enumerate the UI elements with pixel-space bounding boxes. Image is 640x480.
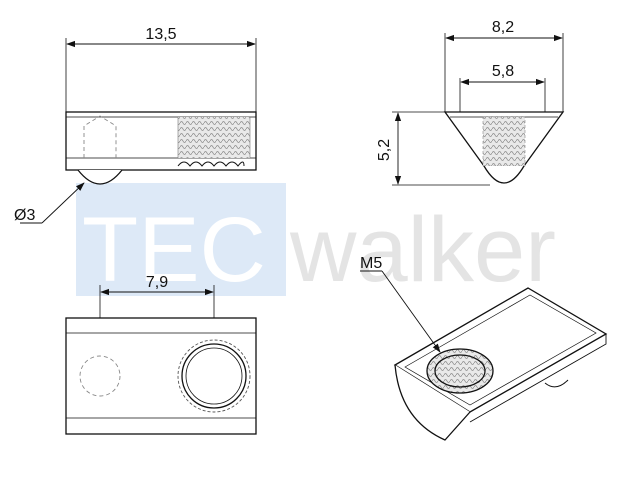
height-label: 5,2: [376, 139, 393, 161]
hole-spacing-label: 7,9: [146, 274, 168, 291]
thread-label: M5: [360, 255, 382, 272]
top-width-label: 8,2: [492, 19, 514, 36]
isometric-view: [360, 270, 608, 441]
ball: [77, 169, 123, 185]
watermark-box: [76, 183, 286, 296]
thread-section: [178, 117, 250, 158]
thread-hole: [181, 343, 247, 409]
watermark-walker: walker: [289, 199, 556, 301]
bottom-width-label: 5,8: [492, 63, 514, 80]
front-view: [20, 38, 257, 224]
watermark: TEC walker: [76, 183, 556, 301]
ball-diameter-label: Ø3: [14, 207, 35, 224]
watermark-tec: TEC: [82, 199, 266, 301]
hidden-ball-circle: [79, 355, 121, 397]
top-view: [65, 285, 257, 435]
length-label: 13,5: [145, 26, 176, 43]
iso-thread-hole: [426, 348, 494, 394]
thread-hole-outer: [177, 339, 251, 413]
side-view: [392, 33, 565, 186]
